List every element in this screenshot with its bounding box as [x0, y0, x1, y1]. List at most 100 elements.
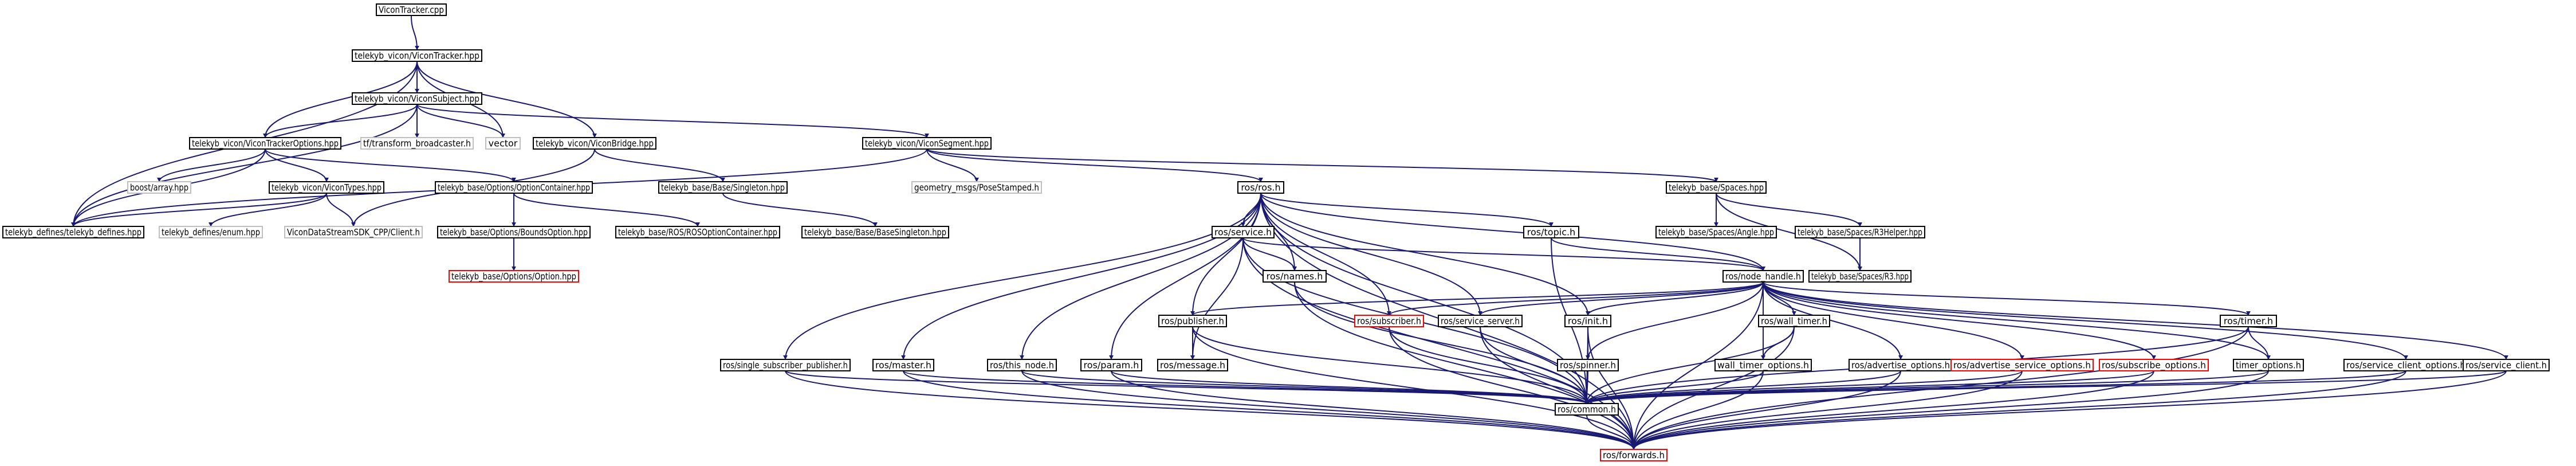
edge-ros_service_client_options-to-ros_common — [1584, 370, 2406, 404]
node-box — [872, 359, 934, 371]
edge-ros_param-to-ros_common — [1111, 370, 1589, 404]
node-box — [1438, 315, 1523, 327]
node-box — [360, 137, 474, 150]
node-root[interactable]: ViconTracker.cpp — [376, 3, 447, 16]
node-ros-subscribe-options[interactable]: ros/subscribe_options.h — [2099, 359, 2209, 371]
file-nodes: ViconTracker.cpp telekyb_vicon/ViconTrack… — [2, 3, 2550, 461]
node-singleton[interactable]: telekyb_base/Base/Singleton.hpp — [658, 181, 788, 194]
edge-ros_node_handle-to-ros_advertise_options — [1763, 281, 1903, 360]
edge-ros_h-to-ros_master — [901, 193, 1261, 360]
node-ros-subscriber[interactable]: ros/subscriber.h — [1354, 315, 1424, 327]
node-vicontracker-hpp[interactable]: telekyb_vicon/ViconTracker.hpp — [352, 49, 482, 62]
node-box — [1080, 359, 1142, 371]
edge-ros_service-to-ros_message — [1190, 237, 1244, 360]
node-base-singleton[interactable]: telekyb_base/Base/BaseSingleton.hpp — [801, 226, 949, 238]
node-label: ros/wall_timer.h — [1761, 316, 1827, 327]
node-label: telekyb_vicon/ViconTypes.hpp — [272, 182, 382, 194]
node-ros-option-container[interactable]: telekyb_base/ROS/ROSOptionContainer.hpp — [615, 226, 780, 238]
edge-ros_service_client-to-ros_common — [1584, 370, 2507, 404]
node-ros-advertise-service-options[interactable]: ros/advertise_service_options.h — [1950, 359, 2094, 371]
node-ros-message[interactable]: ros/message.h — [1157, 359, 1228, 371]
node-single-sub-pub[interactable]: ros/single_subscriber_publisher.h — [720, 359, 851, 371]
node-ros-service-client[interactable]: ros/service_client.h — [2463, 359, 2550, 371]
node-box — [2220, 315, 2277, 327]
node-label: vector — [489, 138, 518, 149]
node-vicon-bridge[interactable]: telekyb_vicon/ViconBridge.hpp — [533, 137, 656, 150]
node-vicon-types[interactable]: telekyb_vicon/ViconTypes.hpp — [269, 181, 384, 194]
node-vicon-subject[interactable]: telekyb_vicon/ViconSubject.hpp — [352, 92, 482, 105]
edge-ros_service-to-ros_node_handle — [1242, 237, 1765, 271]
edge-ros_this_node-to-ros_forwards — [1021, 370, 1636, 450]
node-label: ros/topic.h — [1527, 227, 1575, 238]
node-spaces[interactable]: telekyb_base/Spaces.hpp — [1666, 181, 1767, 194]
node-label: telekyb_base/Spaces/R3Helper.hpp — [1798, 227, 1922, 238]
node-box — [376, 3, 447, 16]
node-ros-publisher[interactable]: ros/publisher.h — [1158, 315, 1227, 327]
node-box — [987, 359, 1057, 371]
node-label: ros/single_subscriber_publisher.h — [723, 360, 848, 371]
node-geom-pose: geometry_msgs/PoseStamped.h — [911, 181, 1042, 194]
node-tracker-options[interactable]: telekyb_vicon/ViconTrackerOptions.hpp — [189, 137, 341, 150]
edge-ros_wall_timer-to-ros_common — [1584, 326, 1795, 404]
edge-ros_h-to-ros_param — [1109, 193, 1261, 360]
node-wall-timer-options[interactable]: wall_timer_options.h — [1714, 359, 1812, 371]
node-ros-init[interactable]: ros/init.h — [1564, 315, 1611, 327]
node-ros-service-client-options[interactable]: ros/service_client_options.h — [2343, 359, 2468, 371]
node-ros-forwards[interactable]: ros/forwards.h — [1600, 449, 1667, 461]
edge-ros_service-to-ros_names — [1242, 237, 1297, 271]
node-label: ros/ros.h — [1241, 182, 1280, 193]
node-ros-advertise-options[interactable]: ros/advertise_options.h — [1849, 359, 1953, 371]
node-ros-wall-timer[interactable]: ros/wall_timer.h — [1758, 315, 1830, 327]
edge-vicon_bridge-to-singleton — [594, 148, 725, 182]
node-ros-master[interactable]: ros/master.h — [872, 359, 934, 371]
node-label: telekyb_base/Spaces/Angle.hpp — [1658, 227, 1774, 238]
node-ros-topic[interactable]: ros/topic.h — [1523, 226, 1579, 238]
node-box — [352, 49, 482, 62]
node-box — [269, 181, 384, 194]
node-timer-options[interactable]: timer_options.h — [2233, 359, 2304, 371]
node-ros-this-node[interactable]: ros/this_node.h — [987, 359, 1057, 371]
node-box — [1354, 315, 1424, 327]
node-ros-names[interactable]: ros/names.h — [1263, 270, 1327, 283]
node-ros-service-server[interactable]: ros/service_server.h — [1438, 315, 1523, 327]
edge-ros_wall_timer-to-ros_forwards — [1631, 326, 1795, 450]
node-option-hpp[interactable]: telekyb_base/Options/Option.hpp — [449, 270, 579, 283]
node-ros-service[interactable]: ros/service.h — [1212, 226, 1275, 238]
node-ros-common[interactable]: ros/common.h — [1555, 403, 1619, 416]
edge-ros_node_handle-to-ros_forwards — [1631, 281, 1764, 450]
edge-ros_topic-to-ros_node_handle — [1551, 237, 1765, 271]
node-option-container[interactable]: telekyb_base/Options/OptionContainer.hpp — [435, 181, 593, 194]
edge-ros_node_handle-to-ros_publisher — [1190, 281, 1764, 316]
edge-vicon_subject-to-telekyb_defines — [71, 104, 418, 227]
node-label: telekyb_base/Base/BaseSingleton.hpp — [804, 227, 946, 238]
edge-timer_options-to-ros_forwards — [1631, 370, 2269, 450]
edge-tracker_options-to-boost_array — [157, 148, 266, 182]
node-bounds-option[interactable]: telekyb_base/Options/BoundsOption.hpp — [437, 226, 591, 238]
edge-ros_node_handle-to-timer_options — [1763, 281, 2271, 360]
edge-ros_master-to-ros_forwards — [903, 370, 1636, 450]
node-telekyb-defines[interactable]: telekyb_defines/telekyb_defines.hpp — [2, 226, 144, 238]
node-ros-h[interactable]: ros/ros.h — [1237, 181, 1284, 194]
node-vicon-segment[interactable]: telekyb_vicon/ViconSegment.hpp — [862, 137, 992, 150]
edge-ros_advertise_service_options-to-ros_common — [1584, 370, 2023, 404]
edge-ros_subscriber-to-ros_common — [1389, 326, 1589, 404]
node-box — [658, 181, 788, 194]
edge-ros_service_client_options-to-ros_forwards — [1631, 370, 2406, 450]
node-ros-param[interactable]: ros/param.h — [1080, 359, 1142, 371]
node-box — [449, 270, 579, 283]
node-defines-enum: telekyb_defines/enum.hpp — [159, 226, 263, 238]
node-ros-spinner[interactable]: ros/spinner.h — [1557, 359, 1619, 371]
node-r3[interactable]: telekyb_base/Spaces/R3.hpp — [1808, 270, 1912, 283]
node-box — [1523, 226, 1579, 238]
edge-ros_publisher-to-ros_forwards — [1192, 326, 1636, 450]
node-label: ros/master.h — [875, 360, 931, 371]
node-r3helper[interactable]: telekyb_base/Spaces/R3Helper.hpp — [1795, 226, 1925, 238]
node-box — [1557, 359, 1619, 371]
edge-tracker_options-to-option_container — [265, 148, 516, 182]
node-ros-node-handle[interactable]: ros/node_handle.h — [1722, 270, 1804, 283]
edge-vicon_subject-to-vector — [416, 104, 505, 138]
node-box — [189, 137, 341, 150]
edge-ros_master-to-ros_common — [903, 370, 1589, 404]
node-ros-timer[interactable]: ros/timer.h — [2220, 315, 2277, 327]
node-spaces-angle[interactable]: telekyb_base/Spaces/Angle.hpp — [1655, 226, 1777, 238]
